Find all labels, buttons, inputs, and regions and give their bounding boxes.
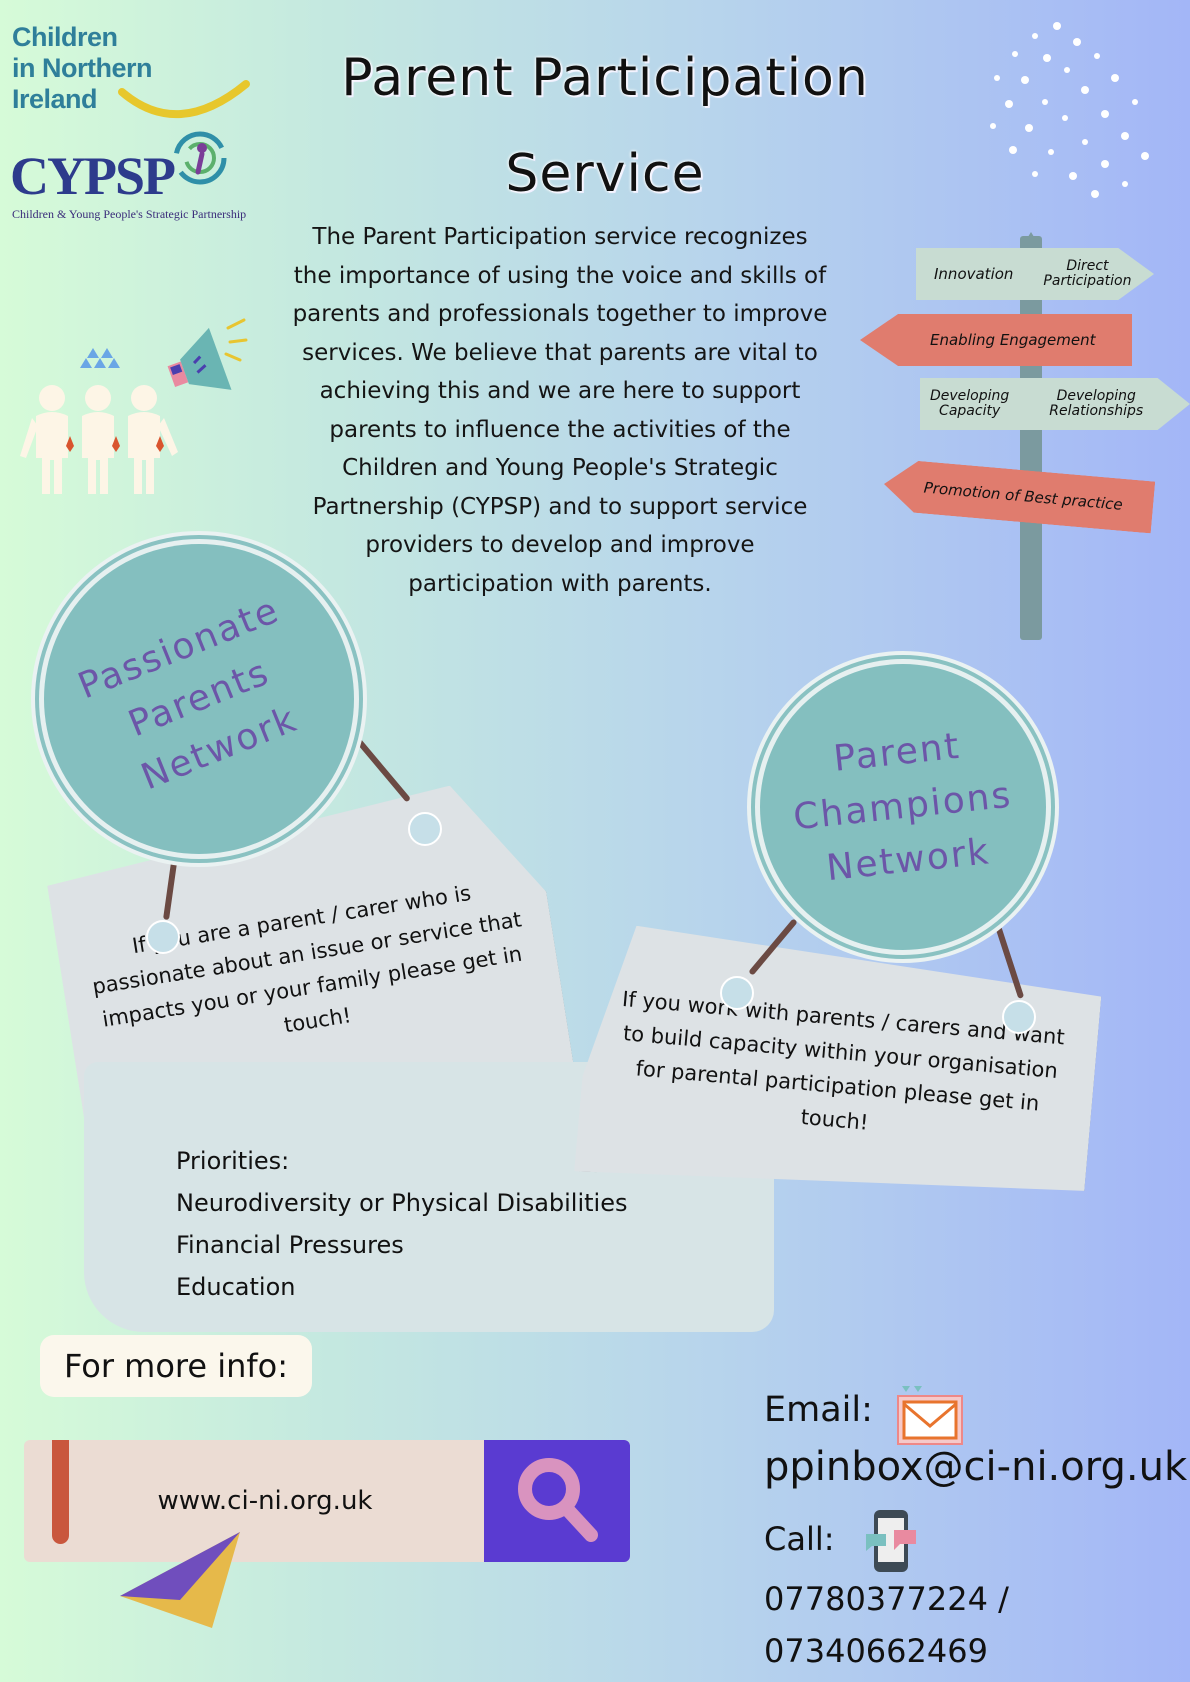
network-name: Passionate Parents Network [70,584,328,814]
intro-line: services. We believe that parents are vi… [302,339,818,366]
logo-line: in Northern [12,53,153,83]
network-name: Parent Champions Network [785,715,1020,899]
sign-enabling-engagement: Enabling Engagement [860,314,1132,366]
sign-text: Enabling Engagement [930,331,1096,349]
phone-icon [866,1510,916,1572]
paper-plane-icon [120,1532,240,1628]
intro-line: parents and professionals together to im… [292,301,828,327]
sign-innovation-direct-participation: Innovation Direct Participation [916,248,1154,300]
card-hole [720,976,754,1010]
cypsp-logo: CYPSP [10,146,176,206]
signpost-pole-tip [1020,232,1042,250]
intro-line: the importance of using the voice and sk… [293,262,827,289]
search-icon [518,1458,598,1542]
priority-item: Education [176,1273,296,1301]
cypsp-swirl-icon [173,131,227,185]
sign-text: Promotion of Best practice [923,478,1124,514]
sign-text: Capacity [939,403,1001,419]
hanging-rope [354,737,412,803]
card-hole [1002,1000,1036,1034]
priorities-list: Priorities: Neurodiversity or Physical D… [176,1140,628,1308]
card-text: If you are a parent / carer who is passi… [84,869,534,1071]
children-in-northern-ireland-logo: Children in Northern Ireland [12,22,153,115]
sign-text-stack: Developing Capacity [930,389,1009,419]
sign-developing-capacity-relationships: Developing Capacity Developing Relations… [920,378,1190,430]
intro-line: achieving this and we are here to suppor… [319,378,801,404]
decorative-dots-icon [990,22,1149,198]
website-link[interactable]: www.ci-ni.org.uk [157,1486,373,1516]
intro-line: Children and Young People's Strategic [342,455,778,481]
cypsp-full-name: Children & Young People's Strategic Part… [12,207,247,221]
sign-text: Innovation [934,265,1014,283]
priority-item: Neurodiversity or Physical Disabilities [176,1189,628,1217]
phone-number-1[interactable]: 07780377224 / [764,1580,1009,1618]
people-megaphone-icon [20,318,248,494]
parent-champions-network-circle: Parent Champions Network [760,664,1046,950]
card-text: If you work with parents / carers and wa… [612,982,1066,1156]
more-info-label: For more info: [40,1335,312,1397]
sign-text: Relationships [1049,403,1144,419]
sign-text: Developing [1056,388,1136,404]
envelope-icon [897,1386,963,1445]
parent-champions-card: If you work with parents / carers and wa… [574,922,1104,1215]
priorities-heading: Priorities: [176,1147,290,1175]
email-label: Email: [764,1390,873,1430]
intro-line: The Parent Participation service recogni… [312,224,808,250]
website-search-bar[interactable]: www.ci-ni.org.uk [24,1440,630,1562]
email-address[interactable]: ppinbox@ci-ni.org.uk [764,1444,1188,1490]
phone-number-2[interactable]: 07340662469 [764,1632,988,1670]
search-bar-accent [52,1440,69,1544]
sign-text: Developing [930,388,1010,404]
sign-promotion-best-practice: Promotion of Best practice [882,458,1156,533]
sign-text: Direct [1066,258,1109,274]
title-line: Parent Participation [341,48,869,108]
page-title: Parent Participation Service [290,30,920,222]
sign-text-stack: Developing Relationships [1049,389,1143,419]
intro-line: Partnership (CYPSP) and to support servi… [312,493,808,520]
logo-line: Ireland [12,84,98,114]
logo-smile-swoosh-icon [118,80,250,119]
intro-paragraph: The Parent Participation service recogni… [280,218,840,603]
intro-line: parents to influence the activities of t… [329,416,791,443]
card-hole [146,920,180,954]
sign-text: Participation [1043,273,1132,289]
intro-line: participation with parents. [408,570,712,597]
search-button[interactable] [484,1440,630,1562]
priority-item: Financial Pressures [176,1231,404,1259]
title-line: Service [505,144,705,204]
intro-line: providers to develop and improve [365,532,755,558]
logo-line: Children [12,22,118,52]
sign-text-stack: Direct Participation [1043,259,1131,289]
passionate-parents-network-circle: Passionate Parents Network [44,544,354,854]
call-label: Call: [764,1520,835,1558]
card-hole [408,812,442,846]
